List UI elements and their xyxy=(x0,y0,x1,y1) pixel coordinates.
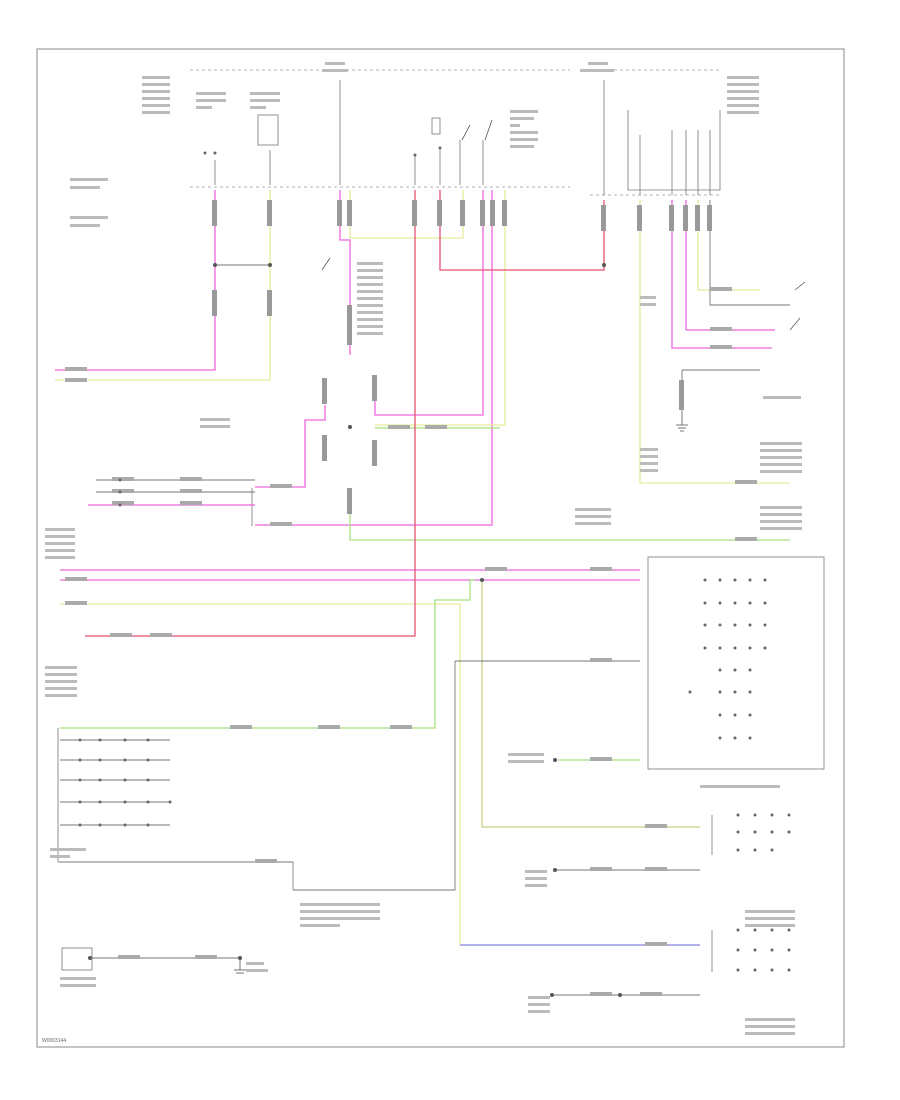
splice-points xyxy=(88,263,622,997)
wire-grey-4 xyxy=(293,661,456,891)
wire-green-1 xyxy=(349,500,790,541)
connector-pins xyxy=(78,146,791,972)
diagram-border xyxy=(36,48,845,1048)
wire-pink-1 xyxy=(55,190,216,371)
page-reference: W0003144 xyxy=(42,1038,66,1044)
switch-icons xyxy=(321,119,806,331)
wire-yellow-1 xyxy=(55,190,271,381)
wire-red-2 xyxy=(85,190,416,637)
wire-yellow-3 xyxy=(639,200,790,484)
wire-yellow-4 xyxy=(375,190,506,426)
component-outlines xyxy=(57,80,825,972)
wire-horizontal-label-marks xyxy=(65,287,757,996)
power-distribution-box xyxy=(190,69,720,196)
wire-yellow-2 xyxy=(349,190,464,239)
wire-grey-9 xyxy=(709,200,790,306)
wire-green-2 xyxy=(60,579,475,729)
wire-pink-10 xyxy=(685,200,775,331)
wire-grey-3 xyxy=(90,957,241,960)
wire-red-1 xyxy=(439,190,605,271)
wire-yellow-5 xyxy=(60,603,700,946)
wire-pink-5 xyxy=(255,405,326,488)
component-label-marks xyxy=(45,62,802,1035)
wire-pink-9 xyxy=(671,200,772,349)
wires xyxy=(55,190,790,996)
ground-symbol-icons xyxy=(234,415,688,974)
wire-pink-4 xyxy=(255,190,493,526)
wire-pink-3 xyxy=(374,190,484,416)
wire-olive-1 xyxy=(481,580,700,828)
wire-label-marks xyxy=(212,200,712,514)
